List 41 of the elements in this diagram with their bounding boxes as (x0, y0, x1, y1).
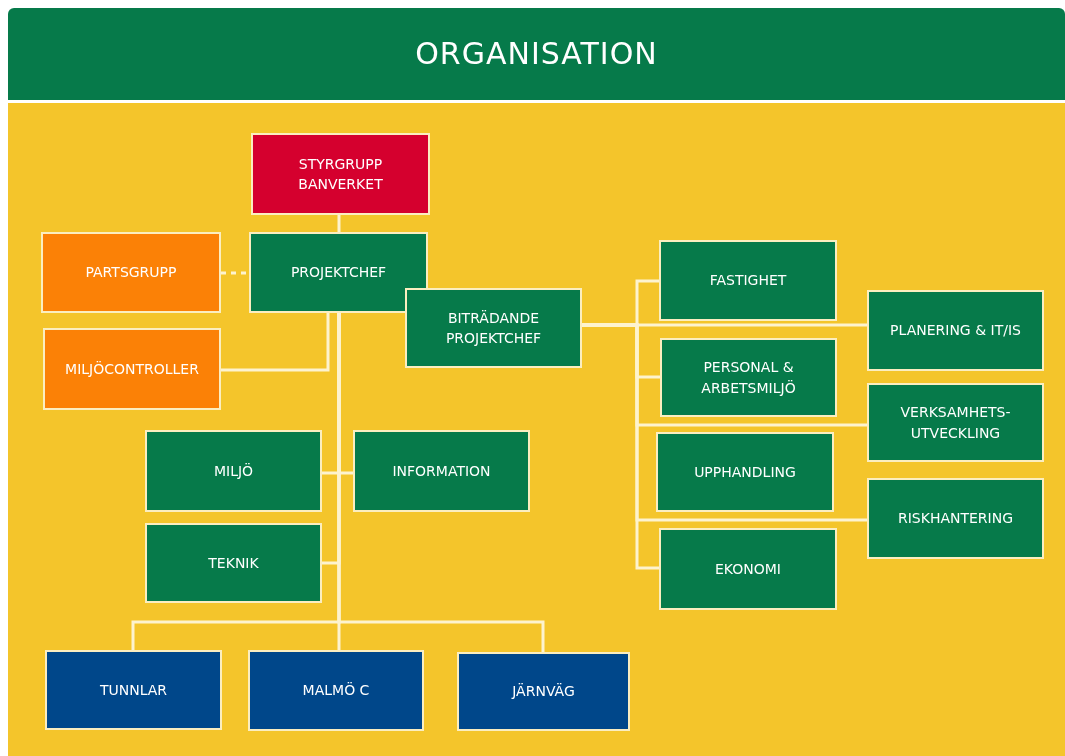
org-box (656, 432, 834, 512)
org-box (660, 338, 837, 417)
org-box (251, 133, 430, 215)
box-label: VERKSAMHETS- UTVECKLING (899, 403, 1012, 443)
box-label: INFORMATION (392, 461, 491, 481)
org-box (659, 240, 837, 321)
box-label: MILJÖCONTROLLER (65, 359, 199, 379)
org-box (457, 652, 630, 731)
org-box (867, 383, 1044, 462)
connector-line (221, 271, 249, 275)
box-label: FASTIGHET (709, 271, 787, 291)
box-label: EKONOMI (715, 559, 781, 579)
org-box (248, 650, 424, 731)
org-box (145, 523, 322, 603)
org-box (41, 232, 221, 313)
box-label: JÄRNVÄG (512, 682, 575, 702)
title: ORGANISATION (414, 36, 659, 71)
org-box (145, 430, 322, 512)
box-label: PERSONAL & ARBETSMILJÖ (700, 358, 797, 398)
box-label: TUNNLAR (99, 680, 168, 700)
org-box (867, 290, 1044, 371)
box-label: PLANERING & IT/IS (890, 321, 1021, 341)
org-box (353, 430, 530, 512)
box-label: PROJEKTCHEF (290, 263, 387, 283)
org-box (249, 232, 428, 313)
box-label: MALMÖ C (302, 681, 370, 701)
box-label: RISKHANTERING (897, 509, 1014, 529)
org-box (659, 528, 837, 610)
box-label: MILJÖ (213, 461, 254, 481)
connector-line (337, 215, 341, 232)
box-label: STYRGRUPP BANVERKET (297, 154, 384, 194)
connector-line (221, 313, 330, 372)
org-box (867, 478, 1044, 559)
org-box (45, 650, 222, 730)
org-box (43, 328, 221, 410)
connector-line (582, 323, 867, 522)
box-label: PARTSGRUPP (85, 263, 177, 283)
box-label: BITRÄDANDE PROJEKTCHEF (444, 308, 543, 348)
org-box (405, 288, 582, 368)
box-label: UPPHANDLING (694, 462, 796, 482)
box-label: TEKNIK (208, 553, 259, 573)
